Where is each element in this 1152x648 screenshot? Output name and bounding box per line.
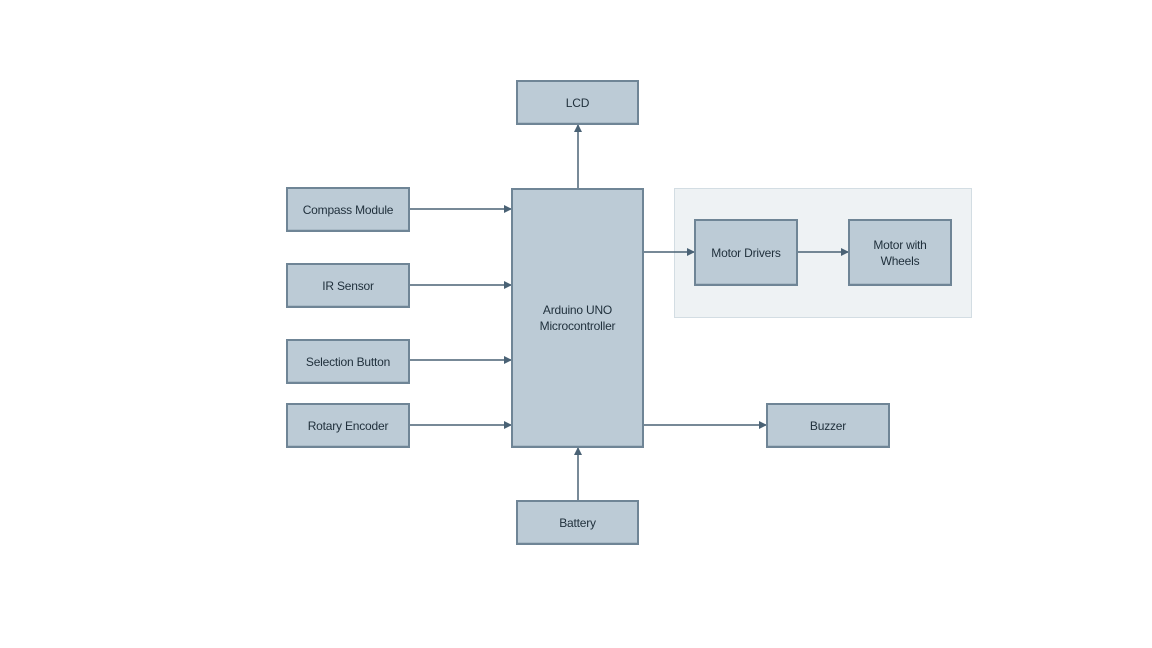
- battery-block: Battery: [516, 500, 639, 545]
- selection-button-block: Selection Button: [286, 339, 410, 384]
- compass-module-label: Compass Module: [302, 202, 394, 217]
- motor-drivers-block: Motor Drivers: [694, 219, 798, 286]
- compass-module-block: Compass Module: [286, 187, 410, 232]
- selection-button-label: Selection Button: [305, 354, 391, 369]
- rotary-encoder-label: Rotary Encoder: [307, 418, 389, 433]
- motor-drivers-label: Motor Drivers: [711, 245, 781, 260]
- ir-sensor-block: IR Sensor: [286, 263, 410, 308]
- microcontroller-label: Arduino UNO Microcontroller: [539, 303, 616, 333]
- lcd-block: LCD: [516, 80, 639, 125]
- lcd-label: LCD: [565, 95, 590, 110]
- rotary-encoder-block: Rotary Encoder: [286, 403, 410, 448]
- motor-with-wheels-block: Motor with Wheels: [848, 219, 952, 286]
- motor-with-wheels-label: Motor with Wheels: [873, 237, 927, 268]
- buzzer-label: Buzzer: [809, 418, 847, 433]
- microcontroller-block: Arduino UNO Microcontroller: [511, 188, 644, 448]
- buzzer-block: Buzzer: [766, 403, 890, 448]
- battery-label: Battery: [559, 515, 596, 530]
- ir-sensor-label: IR Sensor: [322, 278, 374, 293]
